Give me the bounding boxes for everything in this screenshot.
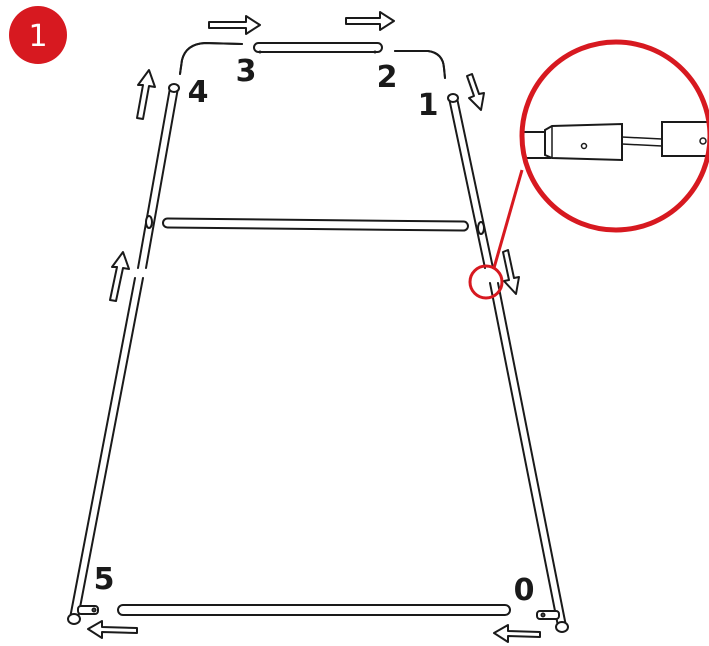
top-right-bend (394, 50, 446, 79)
direction-arrow-icon (208, 15, 261, 35)
magnifier-circle-icon (519, 39, 709, 233)
joint-highlight-circle (468, 264, 504, 300)
part-label-0: 0 (514, 573, 535, 608)
left-upper-leg (137, 83, 180, 269)
magnifier-pointer-line (492, 169, 524, 269)
left-lower-leg (67, 277, 144, 625)
step-number: 1 (28, 19, 47, 54)
top-straight-bar (253, 42, 383, 54)
connector-pin-icon (77, 605, 99, 615)
direction-arrow-icon (136, 69, 156, 120)
right-upper-leg (447, 93, 494, 269)
part-label-3: 3 (236, 54, 257, 89)
right-lower-leg (489, 282, 569, 633)
direction-arrow-icon (345, 11, 395, 31)
direction-arrow-icon (109, 251, 130, 302)
part-label-5: 5 (94, 562, 115, 597)
step-badge-icon (9, 6, 67, 64)
part-label-2: 2 (377, 60, 398, 95)
connector-pin-icon (536, 610, 560, 620)
direction-arrow-icon (87, 620, 138, 639)
direction-arrow-icon (466, 73, 485, 111)
top-left-bend (179, 41, 243, 75)
bottom-crossbar (117, 604, 511, 616)
direction-arrow-icon (502, 249, 520, 295)
middle-crossbar (162, 217, 469, 232)
part-label-1: 1 (418, 88, 439, 123)
part-label-4: 4 (188, 75, 209, 110)
step-badge: 1 (9, 6, 67, 64)
direction-arrow-icon (493, 624, 541, 643)
